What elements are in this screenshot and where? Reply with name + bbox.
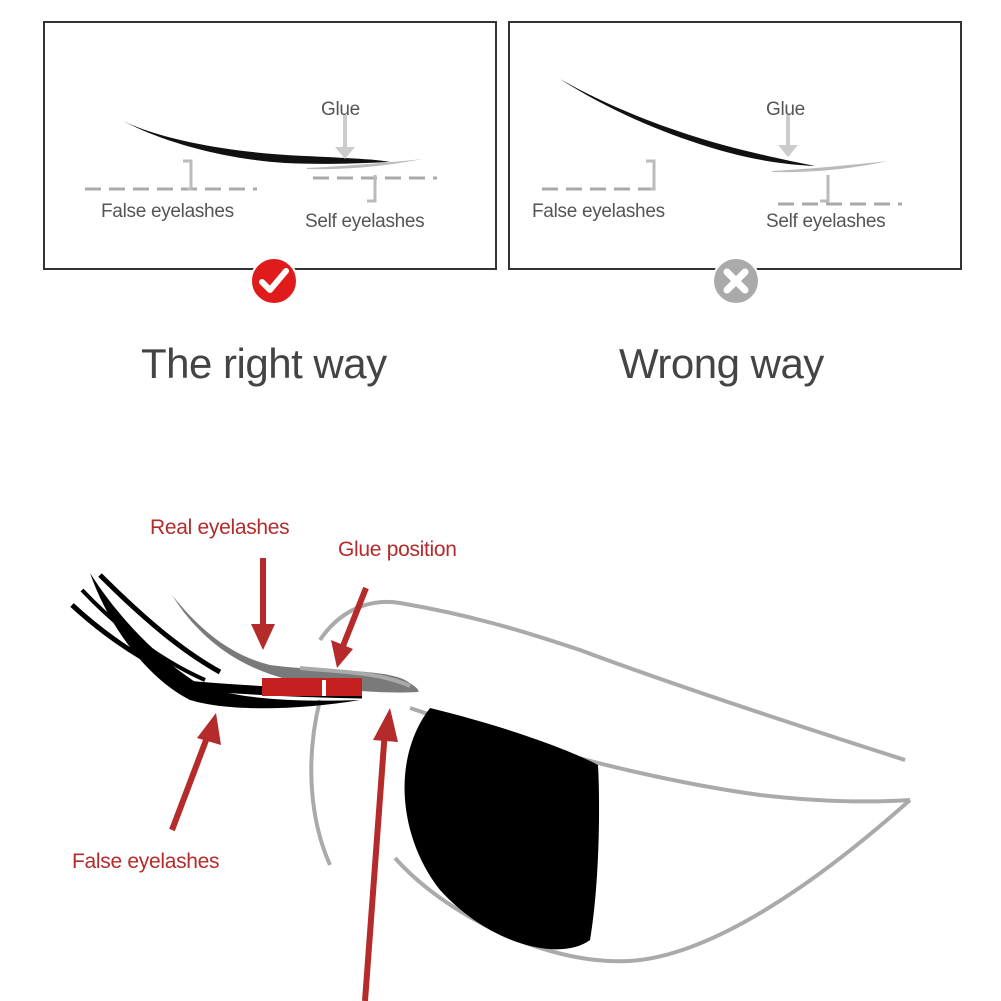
glue-pointer <box>778 115 798 157</box>
false-eyelashes-diagram-label: False eyelashes <box>72 850 220 873</box>
false-eyelash-bracket <box>646 159 656 191</box>
false-eyelash-shape <box>123 121 390 164</box>
false-eyelash-strand <box>80 588 206 682</box>
eyelid-outline <box>318 600 906 762</box>
glue-position-label: Glue position <box>338 538 457 561</box>
eye-outline <box>309 699 332 866</box>
false-eyelash-shape <box>560 79 815 166</box>
real-eyelash-highlight <box>299 666 411 688</box>
wrong-way-caption: Wrong way <box>619 340 824 387</box>
eye-diagram <box>70 558 912 1001</box>
right-way-illustration <box>85 115 437 203</box>
real-eyelash-shape <box>172 595 419 693</box>
self-eyelashes-label: Self eyelashes <box>766 211 886 232</box>
false-eyelashes-label: False eyelashes <box>532 201 665 222</box>
glue-label: Glue <box>321 99 360 120</box>
real-eyelashes-arrow <box>251 558 275 650</box>
false-eyelashes-label: False eyelashes <box>101 201 234 222</box>
self-eyelash-bracket <box>820 175 830 203</box>
right-way-panel: Glue False eyelashes Self eyelashes <box>43 21 497 270</box>
wrong-way-panel: Glue False eyelashes Self eyelashes <box>508 21 962 270</box>
cross-icon <box>712 257 760 305</box>
self-eyelash-arrow <box>362 708 398 1001</box>
glue-position-arrow <box>331 586 369 668</box>
glue-strip <box>262 678 362 696</box>
false-eyelashes-arrow <box>169 713 221 832</box>
false-eyelash-strand <box>90 573 360 709</box>
real-eyelashes-label: Real eyelashes <box>150 516 290 539</box>
false-eyelash-bracket <box>183 159 193 191</box>
wrong-way-illustration <box>542 79 902 206</box>
self-eyelash-shape <box>772 161 888 173</box>
iris <box>404 708 600 950</box>
checkmark-icon <box>250 257 298 305</box>
right-way-caption: The right way <box>141 340 387 387</box>
self-eyelashes-label: Self eyelashes <box>305 211 425 232</box>
false-eyelash-strand <box>70 603 191 685</box>
self-eyelash-shape <box>307 159 423 170</box>
false-eyelash-strand <box>98 573 222 675</box>
glue-label: Glue <box>766 99 805 120</box>
lower-lid <box>393 798 912 964</box>
glue-strip-gap <box>322 680 326 696</box>
self-eyelash-bracket <box>367 175 377 203</box>
glue-pointer <box>335 115 355 159</box>
